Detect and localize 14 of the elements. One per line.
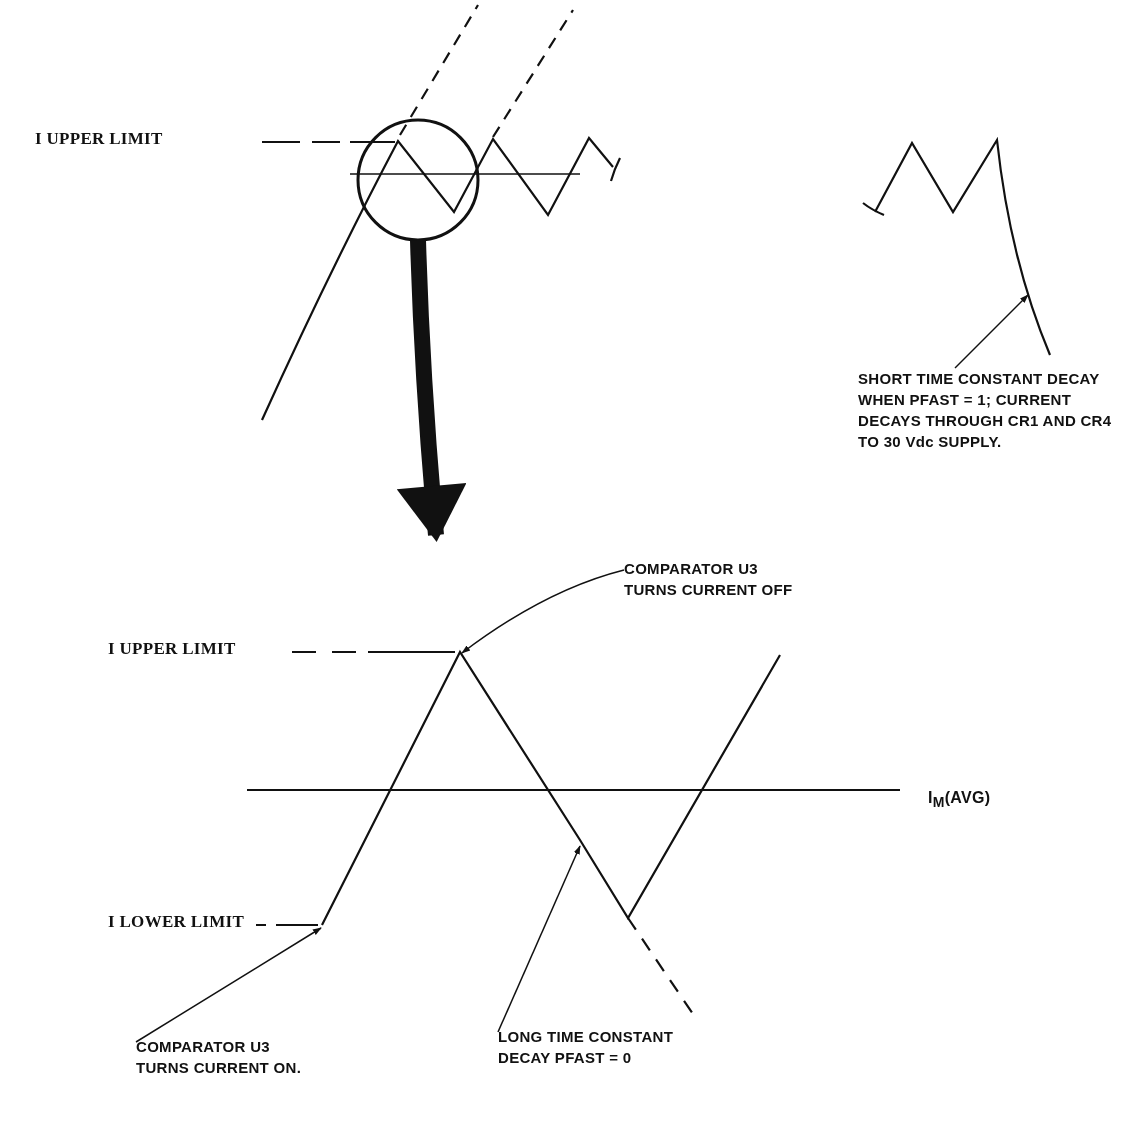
annotation-text: SHORT TIME CONSTANT DECAY WHEN PFAST = 1; CURRENT DECAYS THROUGH CR1 AND CR4 TO 30 Vdc SUPPLY. — [858, 368, 1120, 452]
leader-line — [954, 294, 1029, 369]
magnifier-circle — [356, 118, 480, 242]
limit-label: I LOWER LIMIT — [108, 911, 245, 932]
limit-label: I UPPER LIMIT — [35, 128, 163, 149]
axis-label: I$_{M}$(AVG) — [928, 788, 991, 813]
leader-line — [135, 927, 322, 1043]
leader-line — [497, 845, 581, 1033]
annotation-text: COMPARATOR U3 TURNS CURRENT ON. — [136, 1036, 306, 1078]
limit-label: I UPPER LIMIT — [108, 638, 236, 659]
leader-line — [461, 569, 625, 654]
annotation-text: COMPARATOR U3 TURNS CURRENT OFF — [624, 558, 794, 600]
annotation-text: LONG TIME CONSTANT DECAY PFAST = 0 — [498, 1026, 728, 1068]
magnify-arrow — [396, 239, 467, 542]
